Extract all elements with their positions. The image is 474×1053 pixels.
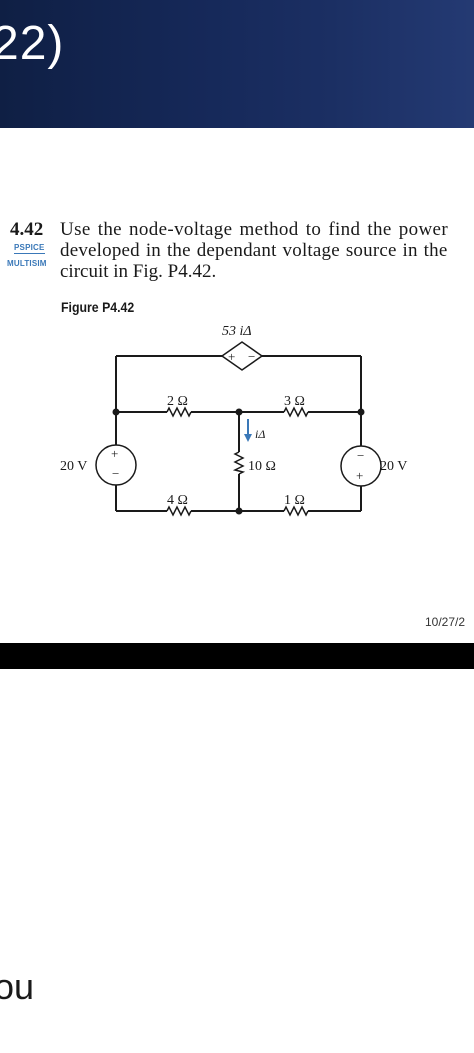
resistor-2-ohm (166, 406, 192, 418)
voltage-source-left (95, 444, 137, 486)
resistor-1-ohm (283, 505, 309, 517)
label-10-ohm: 10 Ω (248, 459, 276, 474)
problem-text-line-3: circuit in Fig. P4.42. (60, 261, 217, 282)
node-dot-left (112, 408, 120, 416)
voltage-source-right-plus: + (356, 468, 363, 483)
problem-text-line-2: developed in the dependant voltage sourc… (60, 240, 448, 261)
label-2-ohm: 2 Ω (167, 394, 188, 409)
problem-text-line-1: Use the node-voltage method to find the … (60, 219, 449, 240)
label-4-ohm: 4 Ω (167, 493, 188, 508)
resistor-4-ohm (166, 505, 192, 517)
dependent-source-minus: − (248, 349, 255, 364)
figure-label: Figure P4.42 (61, 299, 135, 315)
bottom-text: ou (0, 966, 35, 1007)
voltage-source-right (340, 445, 382, 487)
current-arrow-icon (244, 434, 252, 442)
pspice-tag: PSPICE (14, 243, 45, 254)
date-stamp: 10/27/2 (425, 615, 466, 629)
label-3-ohm: 3 Ω (284, 394, 305, 409)
top-banner: 22) (0, 0, 474, 128)
voltage-source-left-label: 20 V (60, 459, 87, 474)
label-1-ohm: 1 Ω (284, 493, 305, 508)
circuit-diagram: + − 53 iΔ + − 20 V − + 20 V 2 Ω 3 Ω 4 Ω … (60, 324, 407, 517)
current-label: iΔ (255, 427, 265, 441)
dependent-source-diamond (220, 341, 264, 371)
dependent-source-label: 53 iΔ (222, 324, 252, 339)
dependent-source-plus: + (228, 349, 235, 364)
resistor-3-ohm (283, 406, 309, 418)
black-bar (0, 643, 474, 669)
node-dot-center-bottom (235, 507, 243, 515)
multisim-tag: MULTISIM (7, 259, 47, 268)
problem-number: 4.42 (10, 219, 44, 240)
voltage-source-right-minus: − (357, 448, 364, 463)
voltage-source-right-label: 20 V (380, 459, 407, 474)
voltage-source-left-minus: − (112, 466, 119, 481)
voltage-source-left-plus: + (111, 446, 118, 461)
banner-text: 22) (0, 17, 65, 70)
node-dot-right (357, 408, 365, 416)
node-dot-center-top (235, 408, 243, 416)
resistor-10-ohm (232, 451, 246, 475)
